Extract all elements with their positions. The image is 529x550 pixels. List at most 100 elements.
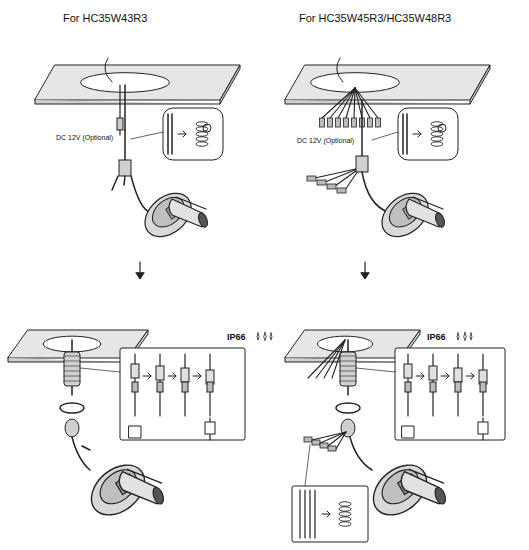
water-drop: [257, 333, 259, 340]
cable: [336, 432, 346, 449]
ceiling-hole: [317, 336, 372, 352]
gland-ridge: [64, 376, 80, 377]
power-label: DC 12V (Optional): [296, 137, 355, 145]
camera-lens: [151, 486, 166, 505]
gland-ridge: [64, 356, 80, 357]
wire-terminal: [328, 118, 333, 127]
cable: [328, 432, 346, 446]
camera-sunshield: [413, 197, 443, 209]
rj45-socket: [478, 422, 488, 434]
cable: [112, 176, 150, 212]
twisted-wire: [431, 137, 443, 141]
gland-nut: [181, 368, 189, 382]
wire-terminal: [317, 180, 326, 185]
wire-end: [406, 114, 408, 154]
plate-edge: [35, 65, 240, 104]
wire-terminal: [328, 446, 336, 451]
twisted-wire: [196, 127, 208, 131]
gland-ridge: [340, 356, 356, 357]
plate-top: [35, 65, 240, 100]
hanging-wire: [337, 58, 343, 82]
water-drop: [264, 332, 267, 340]
gland-seal: [430, 382, 436, 392]
step-arrow: [413, 131, 421, 137]
twisted-wire: [339, 522, 351, 526]
gland-seal: [207, 382, 213, 392]
gland-nut: [429, 366, 437, 380]
gland-ridge: [64, 381, 80, 382]
cable: [72, 437, 90, 470]
camera-sunshield: [127, 469, 162, 483]
cable-boot: [65, 419, 79, 437]
gland-ridge: [340, 366, 356, 367]
wire-terminal: [320, 118, 325, 127]
wire-terminal: [312, 440, 320, 445]
wire-terminal: [327, 184, 336, 189]
wire-terminal: [352, 118, 357, 127]
rj45-connector: [119, 160, 131, 176]
camera-sunshield: [176, 197, 206, 209]
wire-end: [304, 490, 305, 538]
camera: [82, 455, 166, 525]
power-plug: [117, 118, 123, 135]
cable: [354, 88, 355, 118]
gland-ridge: [340, 376, 356, 377]
camera-lens: [434, 212, 447, 229]
camera-lens: [197, 212, 210, 229]
wire-loop: [438, 124, 446, 132]
detail-inset: [120, 348, 245, 440]
twisted-wire: [339, 517, 351, 521]
gland-seal: [480, 382, 486, 392]
water-drop: [457, 333, 459, 340]
cable: [361, 100, 363, 160]
step-arrow: [322, 511, 330, 517]
wire-terminal: [336, 118, 341, 127]
gland-seal: [132, 382, 138, 392]
inset-frame: [120, 348, 245, 440]
step-arrow: [168, 373, 176, 379]
leader-line: [356, 368, 395, 372]
gland-ridge: [340, 381, 356, 382]
wire-end: [171, 114, 173, 154]
flow-arrow-head: [361, 273, 369, 279]
detail-inset: [398, 108, 458, 160]
plate-edge: [285, 65, 490, 104]
step-arrow: [193, 373, 201, 379]
step-arrow: [466, 373, 474, 379]
leader-line: [131, 132, 163, 139]
camera-sunshield: [409, 469, 444, 483]
gland-seal: [182, 382, 188, 392]
twisted-wire: [339, 507, 351, 511]
water-drop: [464, 332, 467, 340]
cable: [362, 172, 388, 212]
o-ring: [336, 403, 360, 413]
cable: [355, 88, 378, 118]
camera: [364, 455, 448, 525]
twisted-wire: [196, 137, 208, 141]
water-drop: [470, 333, 472, 340]
flow-arrow-head: [136, 273, 144, 279]
wire-loop: [203, 124, 211, 132]
model-heading: For HC35W45R3/HC35W48R3: [298, 12, 452, 25]
plug-body: [117, 118, 123, 130]
leader-line: [372, 132, 398, 140]
rj45-connector: [356, 156, 368, 172]
cable: [350, 437, 372, 470]
inset-frame: [292, 486, 368, 542]
cable: [346, 88, 355, 118]
cable: [322, 88, 355, 118]
wire-terminal: [368, 118, 373, 127]
wire-terminal: [344, 118, 349, 127]
rj45-socket: [205, 422, 215, 434]
wire-terminal: [320, 443, 328, 448]
rating-label: IP66: [226, 332, 247, 342]
gland-ridge: [64, 371, 80, 372]
step-arrow: [441, 373, 449, 379]
cable: [320, 432, 346, 443]
gland-seal: [157, 382, 163, 392]
rj45-plug: [129, 426, 141, 438]
rating-label: IP66: [426, 332, 447, 342]
wire-end: [314, 490, 315, 538]
